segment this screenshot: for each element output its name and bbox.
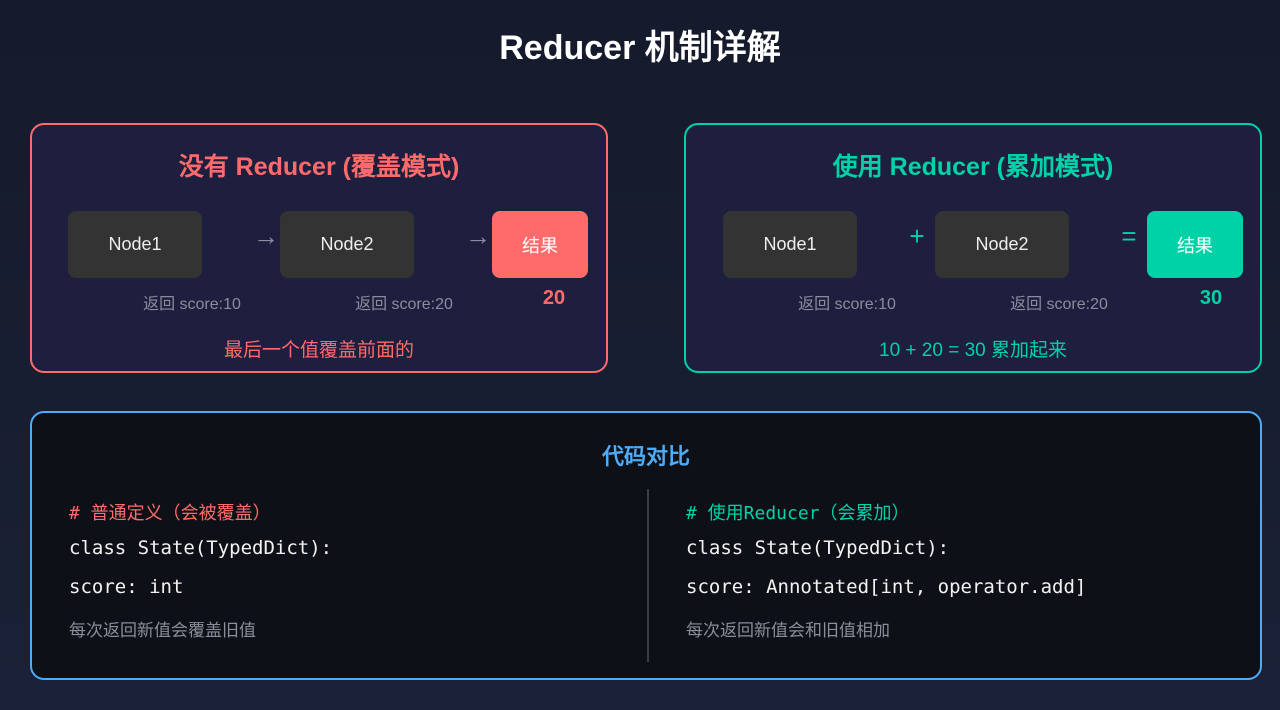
- node1-score: 返回 score:10: [143, 296, 241, 313]
- node1-box: Node1: [68, 211, 202, 278]
- code-comment: # 使用Reducer（会累加）: [686, 503, 910, 524]
- page-title: Reducer 机制详解: [499, 29, 781, 67]
- divider: [647, 489, 649, 662]
- code-line: class State(TypedDict):: [686, 537, 950, 559]
- arrow-right-icon: →: [253, 221, 279, 251]
- plus-icon: +: [909, 221, 925, 251]
- accumulate-mode-panel: 使用 Reducer (累加模式) Node1 + Node2 = 结果 返回 …: [684, 123, 1262, 373]
- arrow-right-icon: →: [465, 221, 491, 251]
- code-comparison-panel: 代码对比 # 普通定义（会被覆盖） class State(TypedDict)…: [30, 411, 1262, 680]
- code-title: 代码对比: [601, 444, 690, 469]
- panel-title: 使用 Reducer (累加模式): [832, 153, 1114, 181]
- node1-score: 返回 score:10: [798, 296, 896, 313]
- equals-icon: =: [1121, 221, 1137, 251]
- result-box: 结果: [492, 211, 588, 278]
- result-value: 20: [542, 287, 566, 309]
- panel-note: 最后一个值覆盖前面的: [223, 340, 414, 361]
- code-line: score: Annotated[int, operator.add]: [686, 576, 1087, 598]
- result-value: 30: [1199, 287, 1223, 309]
- panel-title: 没有 Reducer (覆盖模式): [178, 153, 460, 181]
- result-box: 结果: [1147, 211, 1243, 278]
- panel-note: 10 + 20 = 30 累加起来: [879, 340, 1067, 361]
- node2-score: 返回 score:20: [355, 296, 453, 313]
- code-line: score: int: [69, 576, 184, 598]
- node2-box: Node2: [280, 211, 414, 278]
- node2-box: Node2: [935, 211, 1069, 278]
- code-line: class State(TypedDict):: [69, 537, 333, 559]
- overwrite-mode-panel: 没有 Reducer (覆盖模式) Node1 → Node2 → 结果 返回 …: [30, 123, 608, 373]
- node2-score: 返回 score:20: [1010, 296, 1108, 313]
- code-comment: # 普通定义（会被覆盖）: [69, 503, 271, 524]
- node1-box: Node1: [723, 211, 857, 278]
- code-description: 每次返回新值会覆盖旧值: [69, 621, 256, 640]
- code-description: 每次返回新值会和旧值相加: [686, 621, 890, 640]
